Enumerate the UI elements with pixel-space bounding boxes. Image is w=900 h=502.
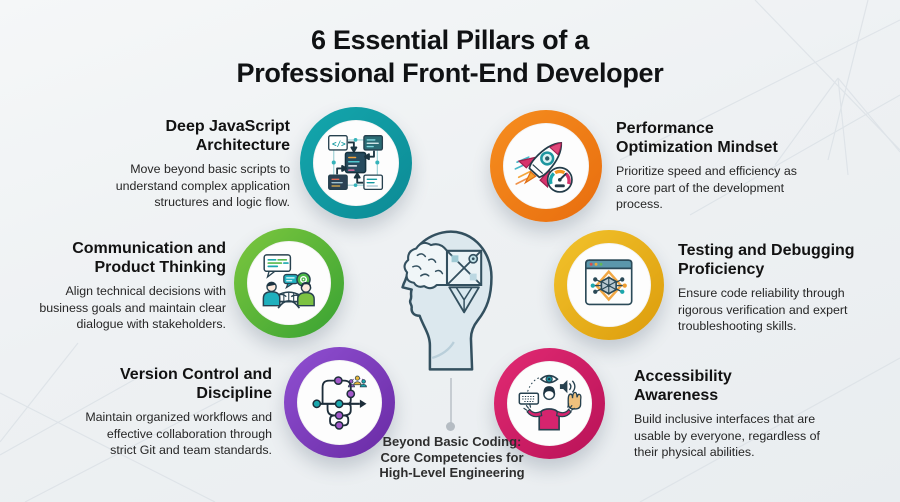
pillar-title: Testing and Debugging Proficiency xyxy=(678,242,855,278)
pillar-circle-testing-and-debugging-proficiency xyxy=(554,230,664,340)
page-title-line2: Professional Front-End Developer xyxy=(236,57,664,88)
pillar-description: Prioritize speed and efficiency as a cor… xyxy=(616,164,797,212)
page-title: 6 Essential Pillars of a Professional Fr… xyxy=(0,24,900,90)
pillar-title: Communication and Product Thinking xyxy=(72,240,226,276)
pillar-circle-inner: </> xyxy=(313,120,399,206)
pillar-description: Build inclusive interfaces that are usab… xyxy=(634,412,820,460)
center-caption-line3: High-Level Engineering xyxy=(379,465,525,481)
pillar-circle-inner xyxy=(507,361,592,446)
pillar-description: Ensure code reliability through rigorous… xyxy=(678,286,848,334)
audio-icon xyxy=(560,380,576,394)
pillar-circle-inner xyxy=(503,123,589,209)
team-icon xyxy=(348,375,368,388)
caption-connector-dot xyxy=(446,422,455,431)
pillar-title: Deep JavaScript Architecture xyxy=(165,118,290,154)
pillar-circle-inner xyxy=(297,360,382,445)
pillar-text-performance-optimization-mindset: Performance Optimization Mindset Priorit… xyxy=(616,120,804,213)
pillar-circle-inner xyxy=(567,243,651,327)
pillar-text-testing-and-debugging-proficiency: Testing and Debugging Proficiency Ensure… xyxy=(678,242,876,335)
keyboard-icon xyxy=(518,392,540,406)
pillar-circle-version-control-and-discipline xyxy=(284,347,395,458)
page-title-line1: 6 Essential Pillars of a xyxy=(311,25,589,55)
hand-icon xyxy=(567,392,582,410)
pillar-text-accessibility-awareness: Accessibility Awareness Build inclusive … xyxy=(634,368,836,461)
center-caption: Beyond Basic Coding: Core Competencies f… xyxy=(357,434,547,481)
person-figure xyxy=(523,386,576,431)
eye-icon xyxy=(539,375,559,384)
pillar-circle-performance-optimization-mindset xyxy=(490,110,602,222)
pillar-text-communication-and-product-thinking: Communication and Product Thinking Align… xyxy=(28,240,226,333)
pillar-title: Accessibility Awareness xyxy=(634,368,732,404)
rocket-gauge-icon xyxy=(514,142,574,194)
svg-text:</>: </> xyxy=(333,140,347,149)
inclusive-person-icon xyxy=(518,375,582,431)
center-caption-line1: Beyond Basic Coding: xyxy=(382,434,522,449)
head-brain-icon xyxy=(401,230,493,371)
center-illustration xyxy=(390,228,504,371)
pillar-circle-communication-and-product-thinking xyxy=(234,228,344,338)
pillar-circle-deep-javascript-architecture: </> xyxy=(300,107,412,219)
pillar-text-version-control-and-discipline: Version Control and Discipline Maintain … xyxy=(80,366,272,459)
caption-connector-line xyxy=(450,378,452,424)
pillar-circle-accessibility-awareness xyxy=(494,348,605,459)
code-flowchart-icon: </> xyxy=(328,135,384,191)
people-bridge-icon xyxy=(262,254,316,309)
git-graph-icon xyxy=(312,375,368,431)
pillar-title: Version Control and Discipline xyxy=(120,366,273,402)
pillar-circle-inner xyxy=(247,241,331,325)
center-caption-line2: Core Competencies for xyxy=(380,449,524,465)
pillar-title: Performance Optimization Mindset xyxy=(616,120,778,156)
pillar-text-deep-javascript-architecture: Deep JavaScript Architecture Move beyond… xyxy=(100,118,290,211)
pillar-description: Align technical decisions with business … xyxy=(39,284,226,332)
pillar-description: Maintain organized workflows and effecti… xyxy=(85,410,272,458)
browser-network-icon xyxy=(585,259,633,306)
pillar-description: Move beyond basic scripts to understand … xyxy=(115,162,290,210)
